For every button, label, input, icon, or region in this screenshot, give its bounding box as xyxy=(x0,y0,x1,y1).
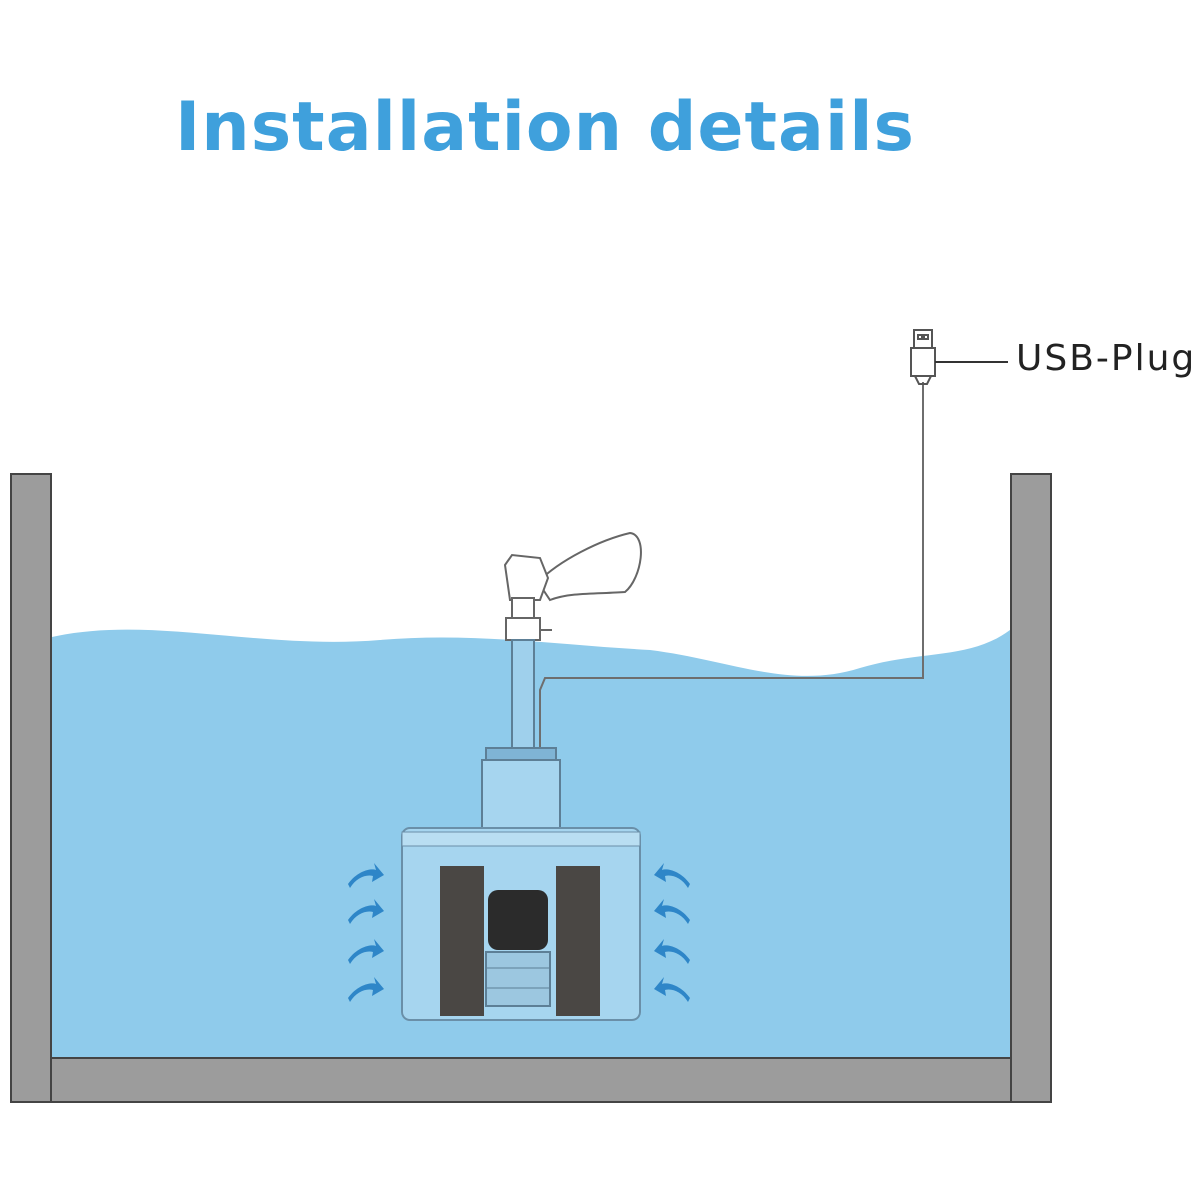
water-flow-arrow-icon xyxy=(348,863,384,888)
water-flow-arrow-icon xyxy=(348,899,384,924)
usb-plug-icon xyxy=(910,329,936,385)
water-flow-arrow-icon xyxy=(348,939,384,964)
tank-bottom xyxy=(50,1057,1012,1103)
diagram-title: Installation details xyxy=(175,88,915,167)
filter-body xyxy=(401,827,641,1021)
pump-spout xyxy=(503,531,642,641)
tank-left-wall xyxy=(10,473,52,1103)
water-flow-arrow-icon xyxy=(654,863,690,888)
usb-cable xyxy=(539,382,924,752)
filter-sponge-left xyxy=(440,866,484,1016)
filter-sponge-right xyxy=(556,866,600,1016)
water-flow-arrow-icon xyxy=(654,939,690,964)
water-flow-arrow-icon xyxy=(348,977,384,1002)
pump-motor xyxy=(481,747,561,831)
riser-pipe xyxy=(511,639,535,753)
pump-impeller-housing xyxy=(488,890,548,950)
inflow-arrows-right xyxy=(654,863,690,1002)
usb-plug-label: USB-Plug xyxy=(1016,338,1197,379)
water-flow-arrow-icon xyxy=(654,977,690,1002)
water-flow-arrow-icon xyxy=(654,899,690,924)
tank-right-wall xyxy=(1010,473,1052,1103)
inflow-arrows-left xyxy=(348,863,384,1002)
